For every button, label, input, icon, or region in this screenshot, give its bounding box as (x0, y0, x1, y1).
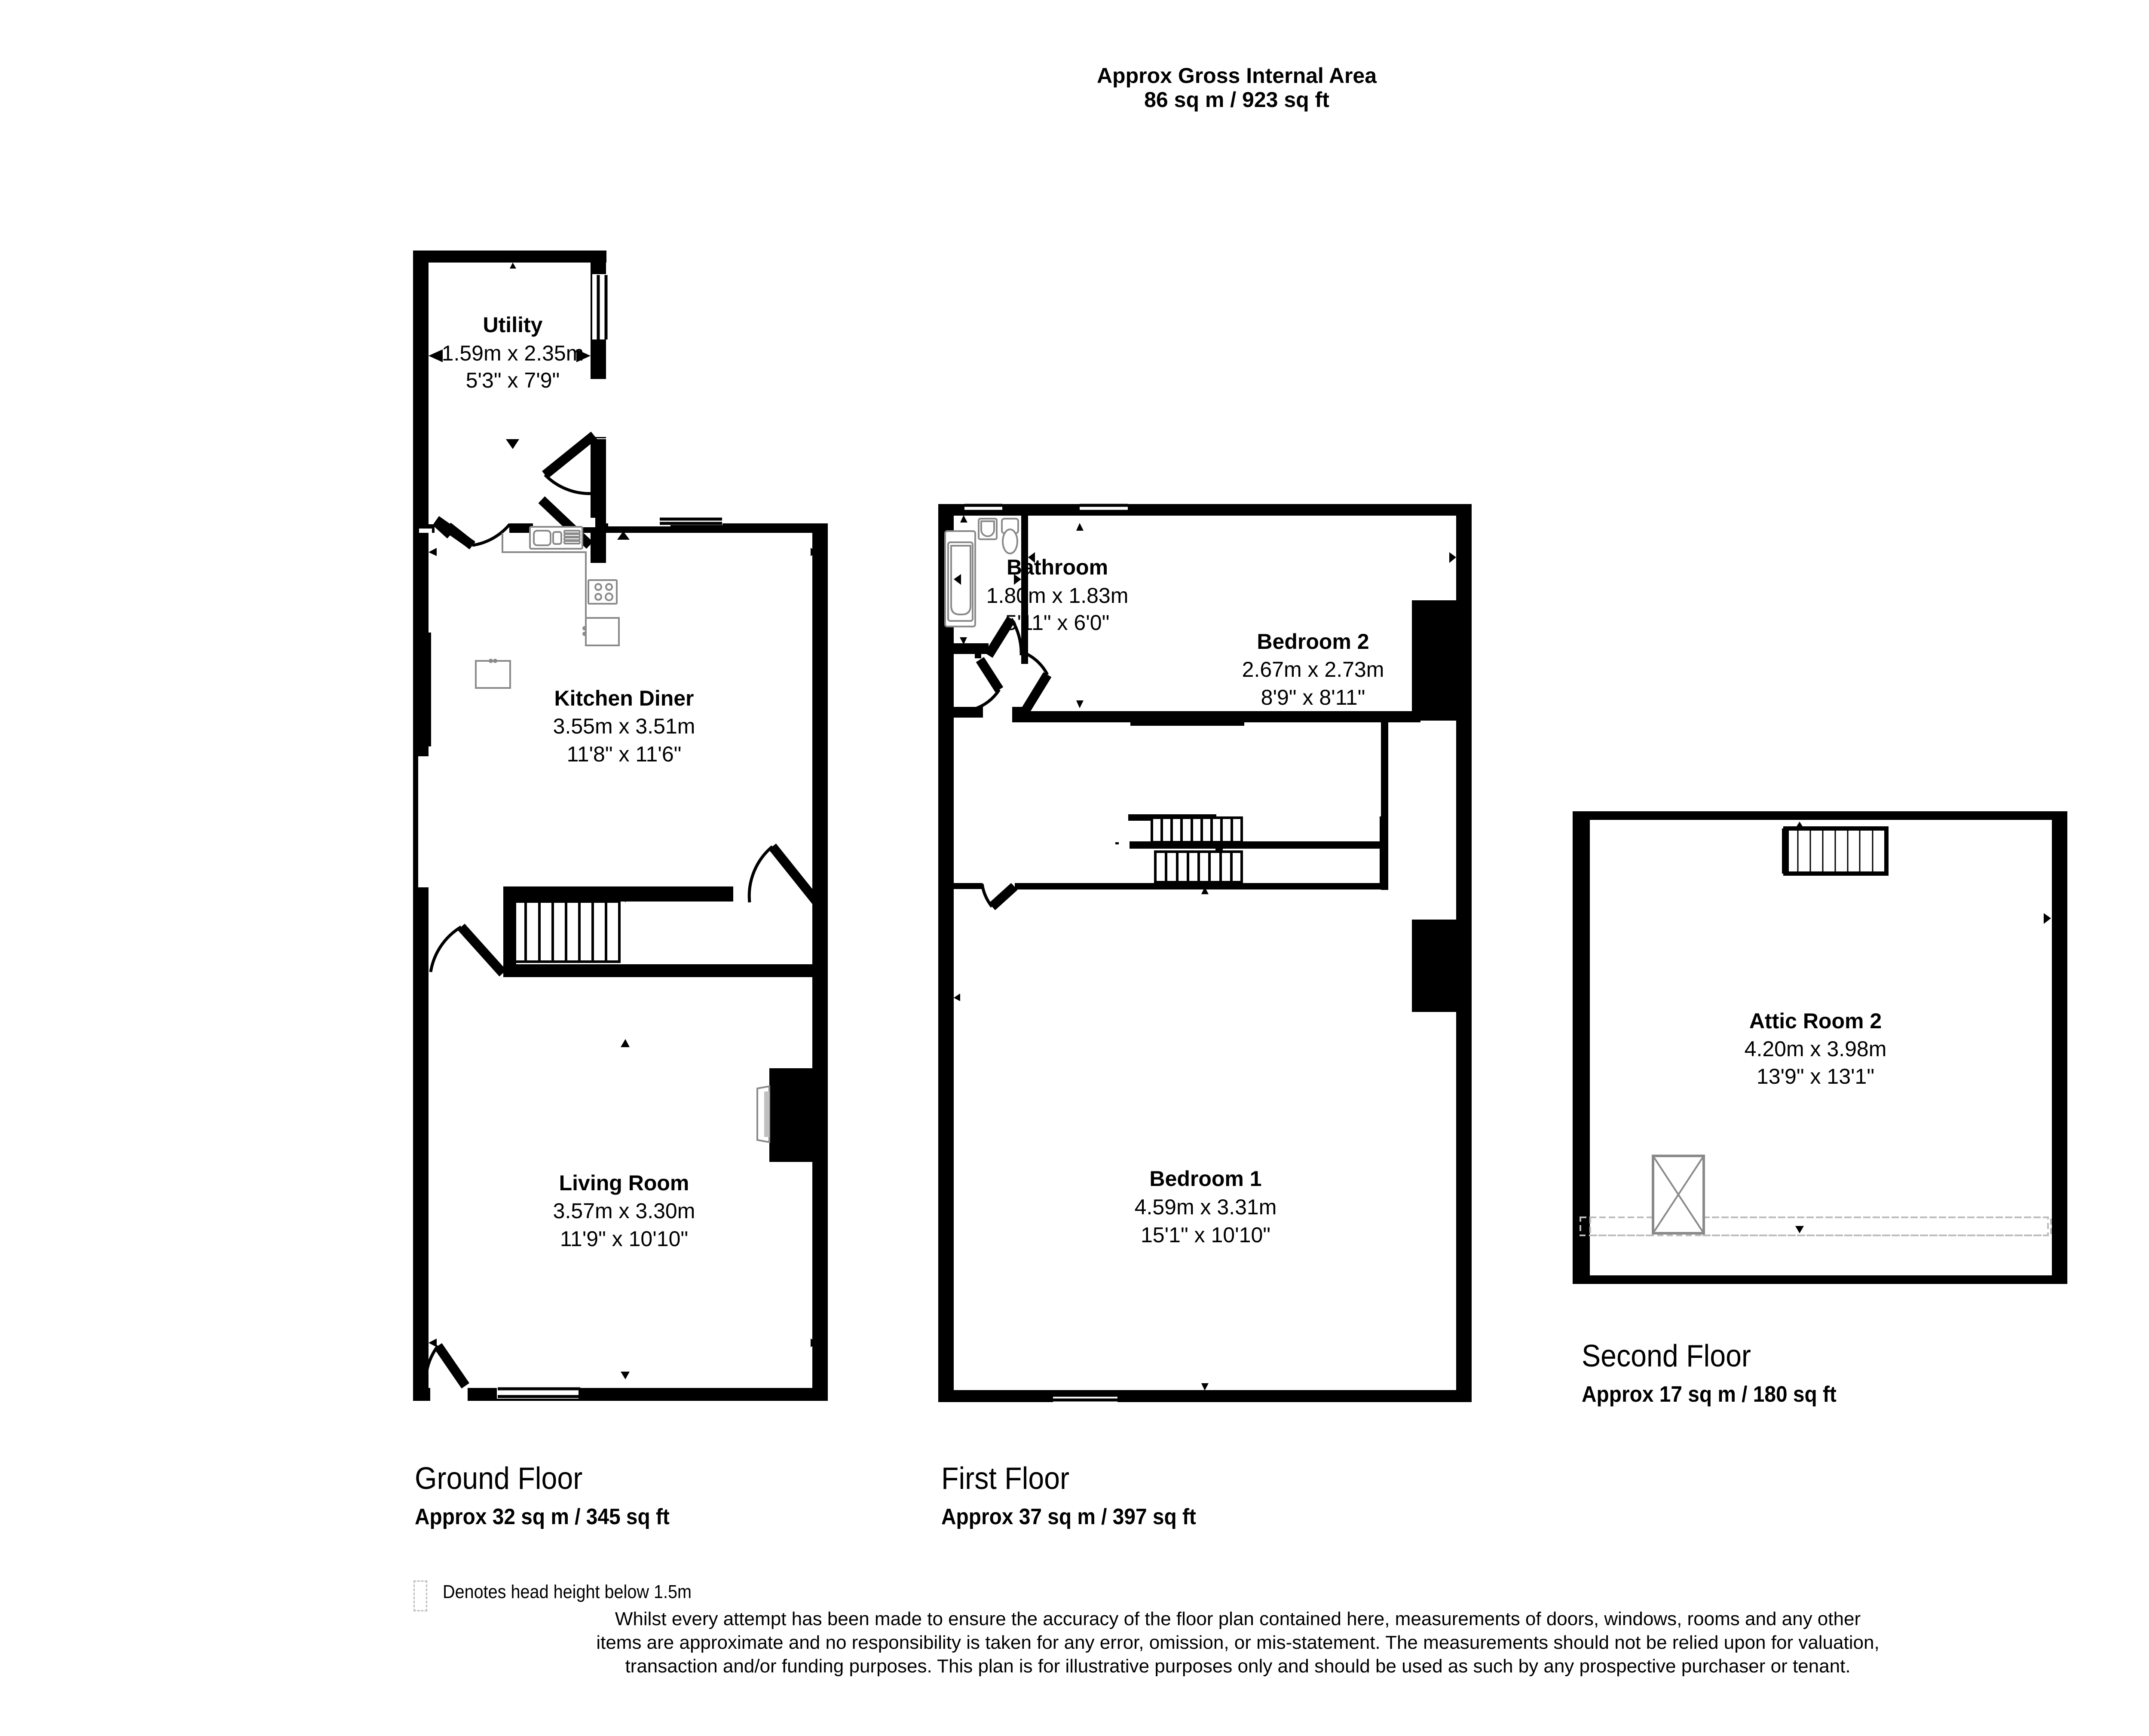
room-name-utility: Utility (483, 313, 543, 337)
room-metric-bedroom-1: 4.59m x 3.31m (1135, 1195, 1277, 1219)
room-metric-kitchen-diner: 3.55m x 3.51m (553, 714, 695, 738)
wall (938, 504, 954, 1402)
wall (503, 964, 828, 977)
door (1021, 672, 1052, 714)
wall (1573, 1275, 2067, 1284)
room-metric-living-room: 3.57m x 3.30m (553, 1199, 695, 1223)
room-name-attic-room-2: Attic Room 2 (1749, 1009, 1882, 1033)
room-name-bedroom-1: Bedroom 1 (1149, 1167, 1261, 1191)
wall (1573, 811, 2067, 820)
wall (938, 504, 1471, 516)
door (542, 431, 597, 479)
room-name-bathroom: Bathroom (1007, 555, 1108, 579)
room-imperial-bedroom-2: 8'9" x 8'11" (1261, 685, 1365, 709)
disclaimer-text: Whilst every attempt has been made to en… (596, 1608, 1880, 1677)
wall (413, 251, 429, 534)
door (989, 883, 1018, 911)
ground-floor-plan: Utility 1.59m x 2.35m 5'3" x 7'9" Kitche… (410, 251, 828, 1401)
floor-name-ground: Ground Floor (415, 1461, 583, 1496)
low-head-height-zone (1580, 1216, 1655, 1236)
room-imperial-kitchen-diner: 11'8" x 11'6" (567, 742, 682, 766)
chimney-breast (769, 1068, 817, 1162)
floor-name-second: Second Floor (1582, 1339, 1751, 1373)
room-imperial-bedroom-1: 15'1" x 10'10" (1141, 1223, 1270, 1247)
room-metric-attic-room-2: 4.20m x 3.98m (1745, 1037, 1887, 1061)
wall (1573, 811, 1590, 1284)
hob-icon (588, 579, 618, 605)
room-metric-utility: 1.59m x 2.35m (442, 341, 584, 365)
room-imperial-utility: 5'3" x 7'9" (466, 368, 560, 392)
gross-internal-area: Approx Gross Internal Area 86 sq m / 923… (0, 64, 2149, 112)
wall (2052, 811, 2067, 1284)
dashed-box-icon (413, 1580, 427, 1611)
door (768, 844, 821, 905)
second-floor-plan: Attic Room 2 4.20m x 3.98m 13'9" x 13'1" (1573, 811, 2067, 1284)
staircase-upper (1151, 816, 1243, 844)
room-name-kitchen-diner: Kitchen Diner (554, 686, 694, 710)
wall (812, 523, 828, 1401)
gia-title: Approx Gross Internal Area (1096, 64, 1377, 88)
room-name-living-room: Living Room (559, 1171, 689, 1195)
floor-area-second: Approx 17 sq m / 180 sq ft (1582, 1382, 1837, 1407)
staircase-lower (1154, 850, 1243, 883)
room-imperial-attic-room-2: 13'9" x 13'1" (1757, 1064, 1874, 1088)
floor-name-first: First Floor (941, 1461, 1070, 1496)
legend-text: Denotes head height below 1.5m (443, 1581, 692, 1602)
staircase (512, 900, 621, 963)
first-floor-plan: Bathroom 1.80m x 1.83m 5'11" x 6'0" Bedr… (938, 504, 1472, 1402)
room-name-bedroom-2: Bedroom 2 (1257, 630, 1369, 654)
dimension-arrow-icon (510, 263, 516, 269)
gia-total-area: 86 sq m / 923 sq ft (1144, 88, 1329, 112)
floor-area-ground: Approx 32 sq m / 345 sq ft (415, 1504, 670, 1529)
wall (1012, 711, 1420, 722)
wall (938, 1390, 1471, 1402)
room-metric-bedroom-2: 2.67m x 2.73m (1242, 657, 1384, 682)
room-imperial-living-room: 11'9" x 10'10" (560, 1227, 688, 1251)
low-head-height-zone (1702, 1216, 2052, 1236)
fridge-unit (475, 660, 511, 689)
door (976, 657, 1004, 692)
appliance-unit (585, 617, 620, 646)
room-metric-bathroom: 1.80m x 1.83m (986, 584, 1129, 608)
door (984, 616, 1016, 658)
kitchen-worktop (502, 533, 587, 619)
front-door (434, 1343, 470, 1389)
floor-area-first: Approx 37 sq m / 397 sq ft (941, 1504, 1196, 1529)
chimney-breast (1412, 600, 1459, 721)
door (457, 923, 507, 977)
wall (413, 251, 606, 263)
room-imperial-bathroom: 5'11" x 6'0" (1005, 611, 1110, 635)
